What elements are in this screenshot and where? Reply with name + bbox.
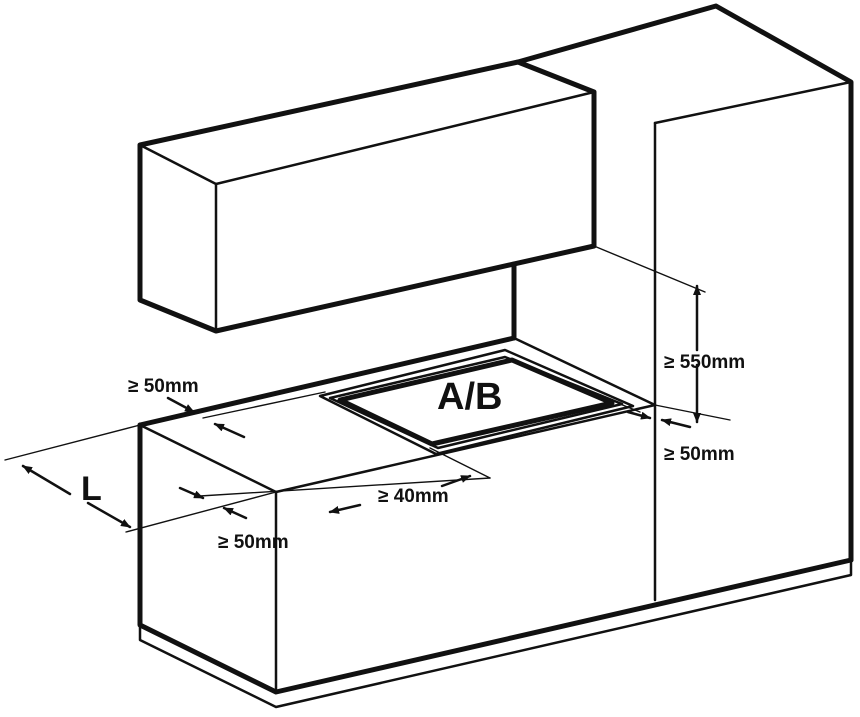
- wall-cabinet: [137, 59, 597, 334]
- length-label: L: [81, 470, 102, 508]
- base-cabinet: [137, 335, 854, 709]
- hob: [318, 348, 635, 456]
- side-clearance-top-dimension: [166, 391, 326, 439]
- hob-label: A/B: [437, 376, 502, 418]
- length-dimension: [4, 424, 277, 533]
- wall-clearance-dimension: [199, 447, 491, 514]
- height-dimension: [593, 245, 731, 424]
- height-clearance-label: ≥ 550mm: [664, 352, 745, 373]
- side-clearance-bottom-dimension: [178, 486, 248, 520]
- rear-clearance-dimension: [619, 403, 692, 429]
- rear-clearance-label: ≥ 50mm: [664, 444, 735, 465]
- wall-clearance-label: ≥ 40mm: [378, 486, 449, 507]
- side-clearance-bottom-label: ≥ 50mm: [218, 532, 289, 553]
- side-clearance-top-label: ≥ 50mm: [128, 376, 199, 397]
- tall-cabinet: [511, 3, 854, 602]
